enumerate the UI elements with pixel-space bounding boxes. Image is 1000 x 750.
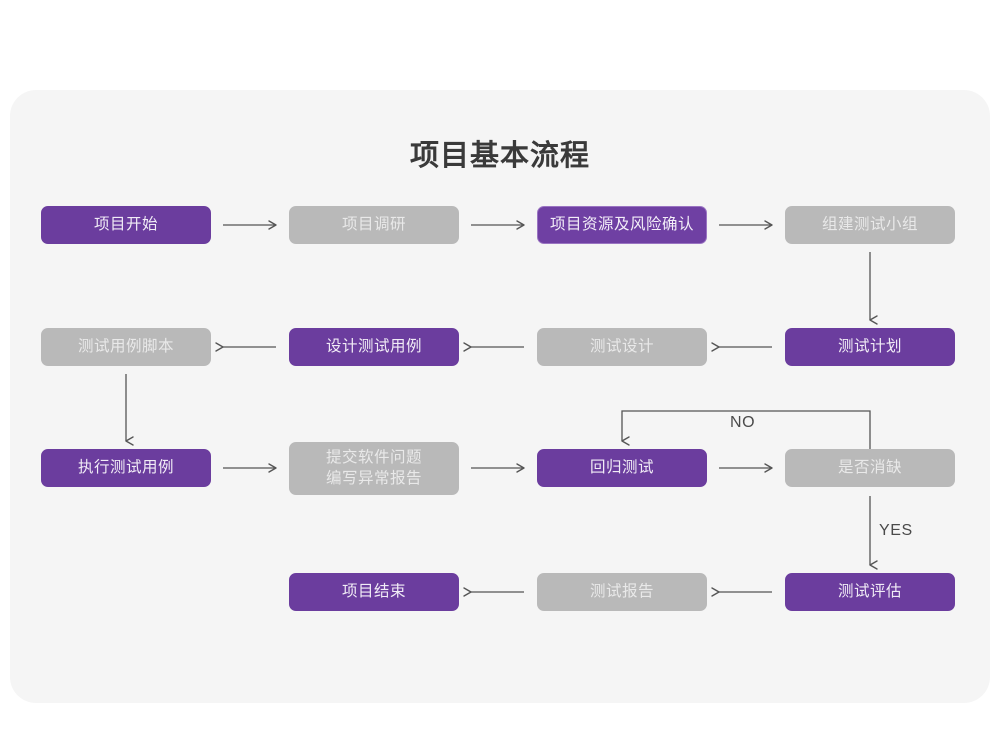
node-label: 项目开始 [93, 215, 158, 233]
node-defect-cleared[interactable]: 是否消缺 [785, 449, 955, 487]
node-label: 执行测试用例 [77, 458, 174, 476]
node-form-test-team[interactable]: 组建测试小组 [785, 206, 955, 244]
node-label: 项目结束 [341, 582, 406, 600]
node-label-group: 提交软件问题 编写异常报告 [326, 448, 422, 490]
node-label-line1: 提交软件问题 [325, 448, 422, 466]
node-submit-issue-report[interactable]: 提交软件问题 编写异常报告 [289, 442, 459, 495]
node-test-design[interactable]: 测试设计 [537, 328, 707, 366]
edge-label-no: NO [730, 414, 756, 431]
node-label: 项目资源及风险确认 [549, 215, 694, 233]
node-project-start[interactable]: 项目开始 [41, 206, 211, 244]
edge-label-yes: YES [879, 522, 913, 539]
arrow-no-loop-back [621, 410, 871, 449]
node-label: 组建测试小组 [821, 215, 918, 233]
node-label: 项目调研 [341, 215, 406, 233]
node-resource-risk-confirm[interactable]: 项目资源及风险确认 [537, 206, 707, 244]
node-label-line2: 编写异常报告 [325, 469, 422, 487]
node-project-end[interactable]: 项目结束 [289, 573, 459, 611]
node-test-evaluation[interactable]: 测试评估 [785, 573, 955, 611]
node-label: 是否消缺 [837, 458, 902, 476]
node-execute-test-case[interactable]: 执行测试用例 [41, 449, 211, 487]
node-label: 测试计划 [837, 337, 902, 355]
node-regression-test[interactable]: 回归测试 [537, 449, 707, 487]
node-test-plan[interactable]: 测试计划 [785, 328, 955, 366]
node-test-case-script[interactable]: 测试用例脚本 [41, 328, 211, 366]
node-label: 测试报告 [589, 582, 654, 600]
node-label: 回归测试 [589, 458, 654, 476]
node-label: 设计测试用例 [325, 337, 422, 355]
page-title: 项目基本流程 [409, 140, 590, 172]
node-label: 测试设计 [589, 337, 654, 355]
node-label: 测试用例脚本 [77, 337, 174, 355]
node-label: 测试评估 [837, 582, 902, 600]
node-design-test-case[interactable]: 设计测试用例 [289, 328, 459, 366]
node-test-report[interactable]: 测试报告 [537, 573, 707, 611]
node-project-research[interactable]: 项目调研 [289, 206, 459, 244]
